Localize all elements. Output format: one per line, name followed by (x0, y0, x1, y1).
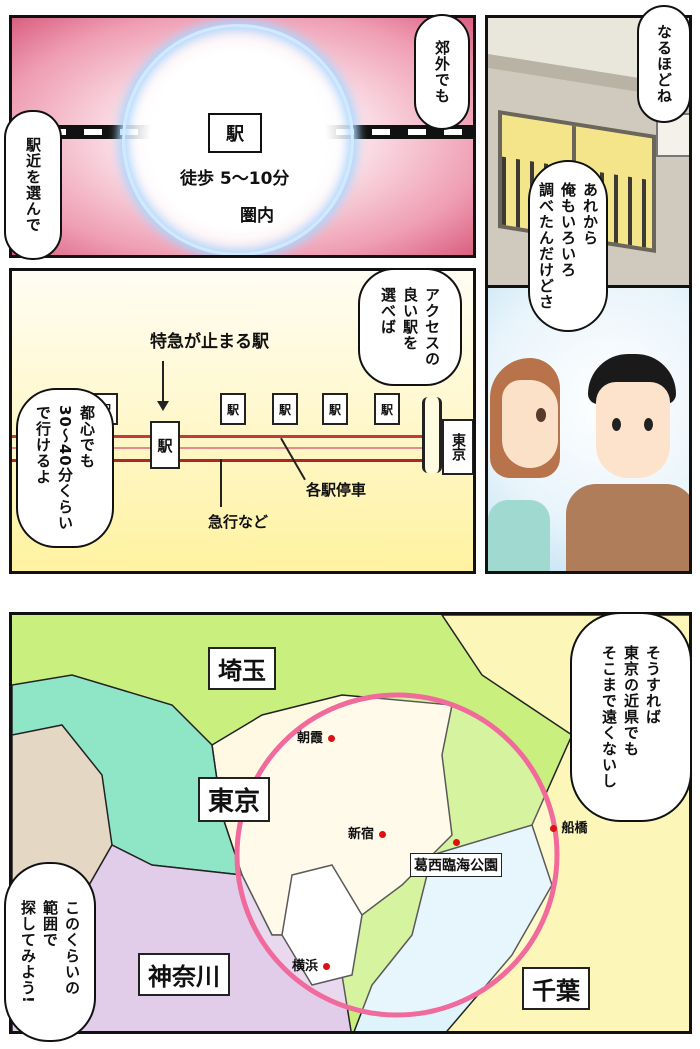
pref-label-chiba: 千葉 (522, 967, 590, 1010)
woman-top (488, 500, 550, 571)
label-local: 各駅停車 (306, 481, 367, 499)
speech-bubble-nearby-prefs: そうすれば 東京の近県でも そこまで遠くないし (570, 612, 692, 822)
speech-text-search-range: このくらいの 範囲で 探してみよう! (19, 900, 81, 1004)
pref-label-saitama: 埼玉 (208, 647, 276, 690)
city-yokohama-dot (322, 963, 330, 970)
speech-bubble-access: アクセスの 良い駅を 選べば (358, 268, 462, 386)
station-local-2-label: 駅 (328, 402, 341, 417)
speech-text-suburb: 郊外でも (433, 40, 451, 104)
station-rapid: 駅 (220, 393, 246, 425)
panel-characters (485, 285, 692, 574)
speech-bubble-near-station: 駅近を選んで (4, 110, 62, 260)
pref-label-tokyo: 東京 (198, 777, 271, 822)
city-funabashi-label: 船橋 (561, 821, 588, 836)
label-rapid: 急行など (208, 513, 269, 531)
speech-text-naruhodo: なるほどね (655, 24, 673, 104)
city-yokohama: 横浜 (292, 955, 330, 974)
city-asaka-dot (327, 735, 335, 742)
speech-text-access: アクセスの 良い駅を 選べば (379, 287, 441, 367)
arrow-express-head (157, 401, 169, 411)
speech-text-city-minutes: 都心でも 30〜40分くらい で行けるよ (34, 405, 96, 531)
city-asaka: 朝霞 (297, 727, 335, 746)
commute-radius-circle (234, 692, 560, 1018)
city-funabashi-dot (550, 825, 557, 832)
pref-label-kanagawa: 神奈川 (138, 953, 230, 996)
region-yokohama (281, 864, 363, 986)
speech-bubble-city-minutes: 都心でも 30〜40分くらい で行けるよ (16, 388, 114, 548)
station-local-1: 駅 (272, 393, 298, 425)
station-tokyo-label: 東京 (450, 433, 466, 461)
speech-bubble-researched: あれから 俺もいろいろ 調べたんだけどさ (528, 160, 608, 332)
speech-text-near-station: 駅近を選んで (24, 137, 42, 233)
arrow-rapid (220, 459, 222, 507)
city-kasai-dot (453, 839, 460, 846)
rail-line-upper (12, 435, 473, 438)
speech-bubble-suburb: 郊外でも (414, 14, 470, 130)
woman-face (502, 380, 558, 468)
walk-time-text: 徒歩 5〜10分 (180, 169, 290, 189)
rail-line-lower (12, 459, 473, 462)
speech-text-nearby-prefs: そうすれば 東京の近県でも そこまで遠くないし (600, 645, 662, 789)
city-asaka-label: 朝霞 (297, 731, 324, 746)
station-tokyo-terminal: 東京 (442, 419, 473, 475)
panel-map: 埼玉 東京 神奈川 千葉 朝霞 新宿 葛西臨海公園 船橋 横浜 (9, 612, 692, 1034)
city-yokohama-label: 横浜 (292, 959, 319, 974)
woman-eye (536, 408, 546, 422)
rail-line-middle (12, 447, 473, 449)
region-tokyo-bay (353, 824, 553, 1031)
city-kasai: 葛西臨海公園 (410, 853, 502, 877)
man-eye-left (612, 418, 621, 431)
speech-bubble-naruhodo: なるほどね (637, 5, 691, 123)
city-shinjuku-label: 新宿 (348, 827, 375, 842)
city-shinjuku: 新宿 (348, 823, 386, 842)
city-funabashi: 船橋 (550, 817, 588, 836)
arrow-express (162, 361, 164, 405)
man-eye-right (644, 418, 653, 431)
speech-bubble-search-range: このくらいの 範囲で 探してみよう! (4, 862, 96, 1042)
panel-station-radius: 駅 徒歩 5〜10分 圏内 (9, 15, 476, 258)
city-shinjuku-dot (378, 831, 386, 838)
station-express-label: 駅 (157, 436, 173, 455)
station-rapid-label: 駅 (226, 402, 239, 417)
label-express-stop: 特急が止まる駅 (150, 332, 269, 352)
station-local-1-label: 駅 (278, 402, 291, 417)
station-sign-label: 駅 (226, 124, 244, 145)
region-kanagawa (12, 844, 352, 1031)
station-local-3-label: 駅 (380, 402, 393, 417)
speech-text-researched: あれから 俺もいろいろ 調べたんだけどさ (537, 182, 599, 310)
area-text: 圏内 (240, 206, 274, 226)
station-sign: 駅 (208, 113, 262, 153)
station-express: 駅 (150, 421, 180, 469)
man-shirt (566, 484, 689, 571)
man-face (596, 382, 670, 478)
station-local-3: 駅 (374, 393, 400, 425)
line-break-mark (422, 397, 442, 473)
city-kasai-label: 葛西臨海公園 (414, 858, 498, 874)
station-local-2: 駅 (322, 393, 348, 425)
